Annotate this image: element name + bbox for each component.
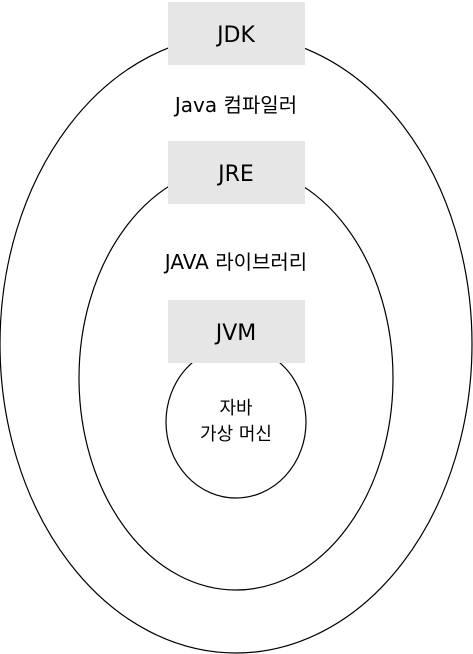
jvm-label: JVM [214,321,257,346]
jre-label: JRE [216,162,254,187]
jdk-label: JDK [215,23,255,48]
jvm-ellipse [165,345,307,499]
jdk-label-box [168,2,305,65]
jvm-label-box [168,300,305,363]
jre-description: JAVA 라이브러리 [163,250,307,274]
jvm-description-line2: 가상 머신 [200,424,272,445]
jdk-description: Java 컴파일러 [173,93,297,117]
jvm-description-line1: 자바 [219,398,253,419]
jre-label-box [168,141,305,204]
